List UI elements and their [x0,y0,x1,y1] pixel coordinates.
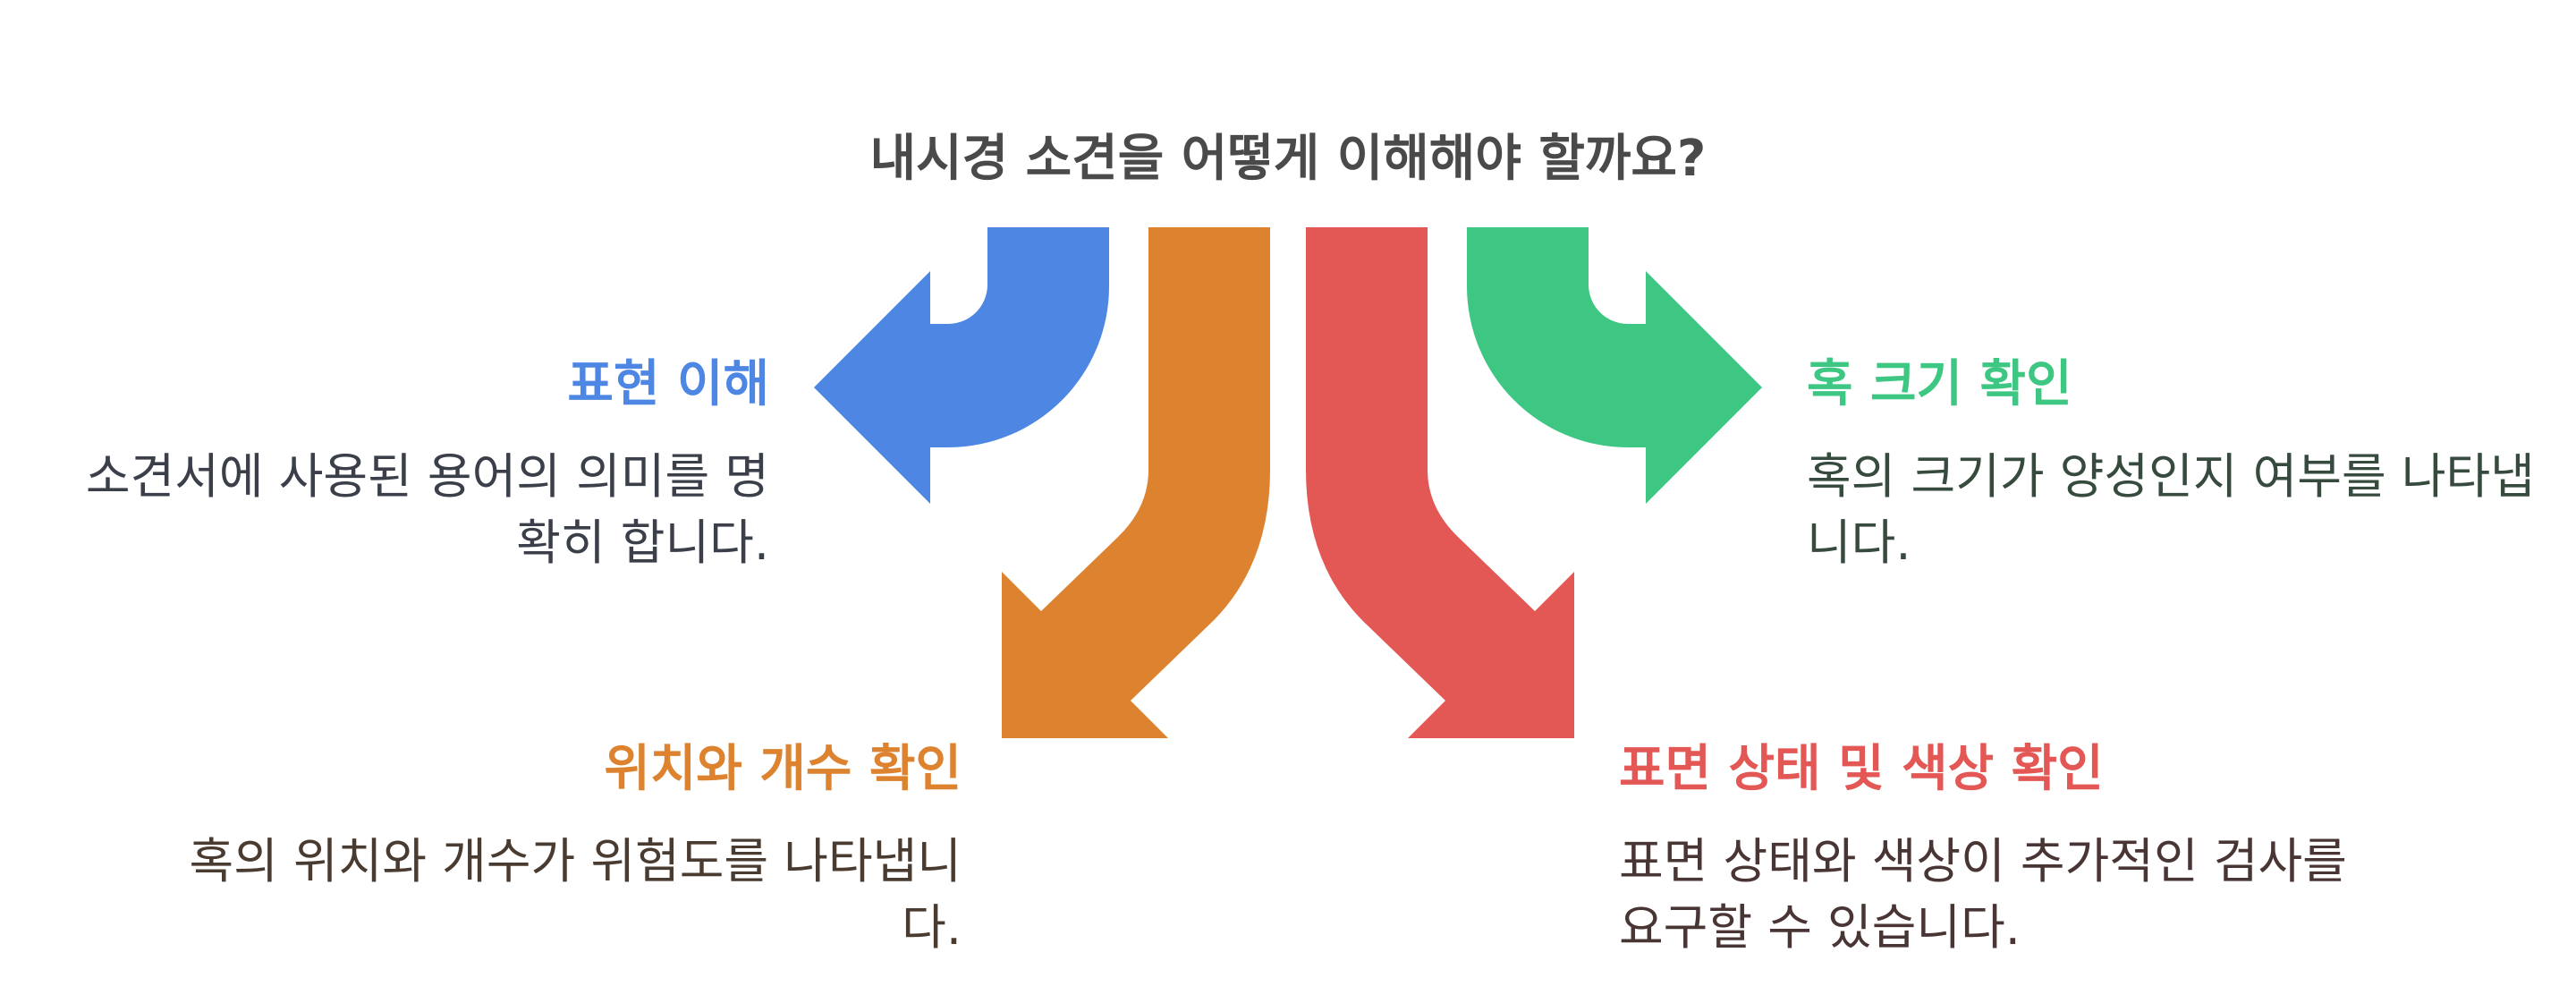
branch-size: 혹 크기 확인 혹의 크기가 양성인지 여부를 나타냅니다. [1807,351,2558,576]
branch-surface-body: 표면 상태와 색상이 추가적인 검사를 요구할 수 있습니다. [1619,833,2347,956]
branch-location-heading: 위치와 개수 확인 [604,740,962,798]
branch-surface: 표면 상태 및 색상 확인 표면 상태와 색상이 추가적인 검사를 요구할 수 … [1619,736,2370,961]
branch-size-heading: 혹 크기 확인 [1807,355,2072,413]
red-arrow [1306,227,1574,738]
branch-location-body: 혹의 위치와 개수가 위험도를 나타냅니다. [189,833,962,956]
branch-size-body: 혹의 크기가 양성인지 여부를 나타냅니다. [1807,448,2535,571]
branch-expression-body: 소견서에 사용된 용어의 의미를 명확히 합니다. [85,448,769,571]
orange-arrow [1002,227,1270,738]
branch-location: 위치와 개수 확인 혹의 위치와 개수가 위험도를 나타냅니다. [161,736,962,961]
blue-arrow [814,227,1109,504]
diagram-title: 내시경 소견을 어떻게 이해해야 할까요? [869,130,1707,188]
branch-expression: 표현 이해 소견서에 사용된 용어의 의미를 명확히 합니다. [54,351,769,576]
branch-surface-heading: 표면 상태 및 색상 확인 [1619,740,2104,798]
branch-expression-heading: 표현 이해 [567,355,769,413]
green-arrow [1467,227,1762,504]
